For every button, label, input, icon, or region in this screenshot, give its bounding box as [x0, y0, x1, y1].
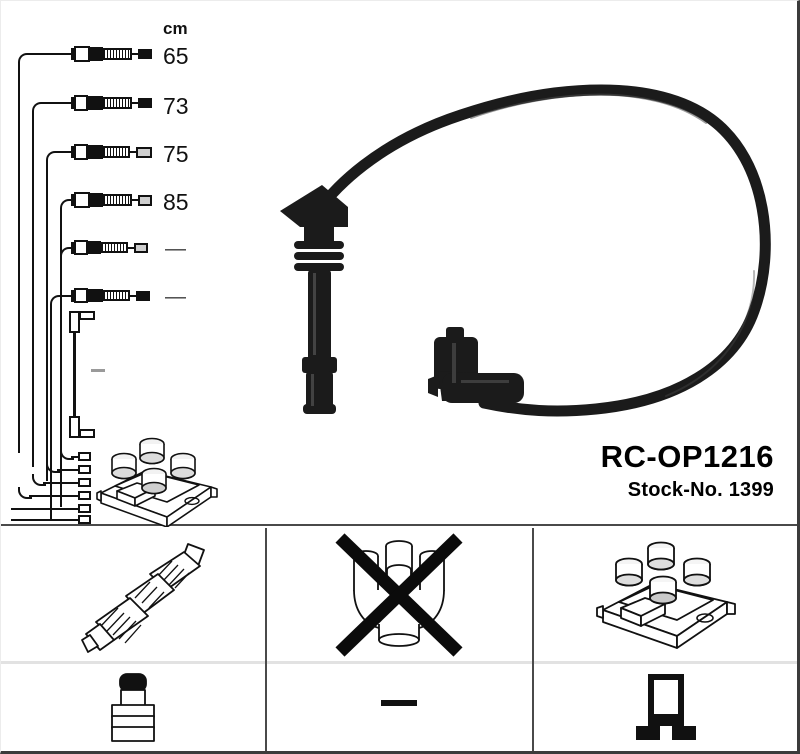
- compatibility-panels: [1, 528, 797, 751]
- stock-number: Stock-No. 1399: [627, 478, 774, 501]
- part-number-block: RC-OP1216 Stock-No. 1399: [600, 439, 774, 502]
- distributor-cap-not-applicable-dash: [381, 700, 418, 706]
- measurement-unit-header: cm: [163, 19, 188, 38]
- measurement-value-6: —: [165, 285, 186, 308]
- panel-spark-plug: [1, 528, 266, 751]
- distributor-cap-icon: [335, 533, 464, 657]
- main-diagram-panel: cm 65 73 75 85 — —: [1, 1, 797, 527]
- panel-spark-plug-bottom: [1, 664, 265, 749]
- part-number: RC-OP1216: [600, 439, 774, 474]
- measurement-value-4: 85: [163, 189, 189, 215]
- coil-pack-illustration: [96, 437, 218, 527]
- measurement-value-3: 75: [163, 141, 189, 167]
- main-ignition-cable-illustration: [280, 84, 771, 417]
- coil-terminal-connector-icon: [635, 674, 696, 740]
- spark-plug-icon: [81, 543, 206, 653]
- ignition-coil-pack-icon: [595, 541, 736, 649]
- panel-distributor-cap-top: [267, 528, 532, 664]
- panel-spark-plug-top: [1, 528, 266, 664]
- measurement-value-5: —: [165, 237, 186, 260]
- panel-ignition-coil-top: [533, 528, 797, 664]
- jumper-length-dash: [91, 369, 105, 372]
- panel-ignition-coil: [531, 528, 797, 751]
- measurement-value-1: 65: [163, 43, 189, 69]
- measurement-value-2: 73: [163, 93, 189, 119]
- panel-distributor-cap-bottom: [267, 664, 531, 749]
- panel-ignition-coil-bottom: [534, 664, 797, 749]
- panel-distributor-cap: [265, 528, 532, 751]
- rubber-boot-connector-icon: [111, 673, 156, 742]
